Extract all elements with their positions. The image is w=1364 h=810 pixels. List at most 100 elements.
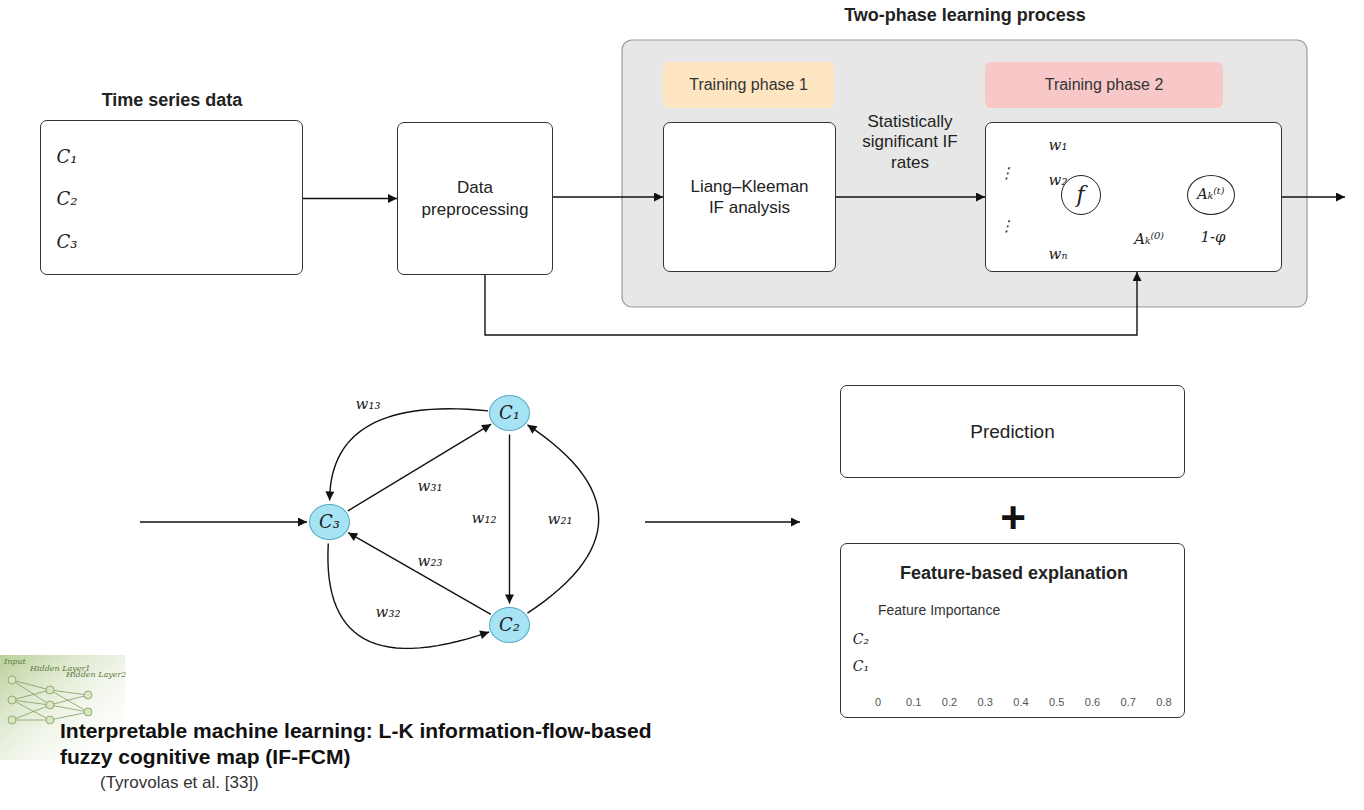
- edge-label: w₁₃: [354, 395, 383, 414]
- process-box: Liang–Kleeman IF analysis: [663, 122, 836, 272]
- logo-text: Hidden Layer1: [30, 664, 90, 674]
- axis-tick: [877, 690, 878, 694]
- trend-series: [95, 188, 287, 200]
- explanation-box: Feature-based explanationFeature Importa…: [840, 543, 1185, 718]
- series-name: C₂: [57, 188, 78, 211]
- phase-tag: Training phase 1: [663, 62, 834, 108]
- gate-label: 1-φ: [1200, 228, 1225, 247]
- noise-series: [95, 138, 287, 173]
- edge-label: w₂₁: [546, 510, 575, 529]
- tick-label: 0.2: [942, 696, 957, 710]
- edge-label: φ: [1137, 171, 1152, 190]
- logo-text: Hidden Layer2: [66, 670, 126, 680]
- output-arrow: [1282, 196, 1345, 197]
- heading: Time series data: [102, 89, 243, 112]
- connector: [303, 198, 397, 199]
- network-lines: [12, 680, 88, 720]
- series-strip: [93, 180, 290, 217]
- weight-input-line: [1000, 194, 1060, 195]
- axis-tick: [1091, 690, 1092, 694]
- process-box: Data preprocessing: [397, 122, 553, 275]
- net-node: [8, 716, 16, 724]
- state-label: Aₖ⁽⁰⁾: [1134, 230, 1164, 249]
- neuron-box: w₁⋮w₂⋮wₙAₖ⁽⁰⁾1-φfAₖ⁽ᵗ⁾: [985, 122, 1282, 272]
- ellipsis: ⋮: [999, 164, 1014, 183]
- phase-tag: Training phase 2: [985, 62, 1223, 108]
- series-name: C₁: [57, 146, 78, 169]
- importance-bar: [877, 656, 936, 676]
- bar-label: C₁: [853, 658, 869, 676]
- series-strip: [93, 137, 290, 175]
- figure-title: Interpretable machine learning: L-K info…: [60, 718, 700, 770]
- periodic-series: [95, 229, 288, 255]
- weight-input-line: [1000, 206, 1064, 250]
- waveforms: [95, 138, 288, 256]
- node-text: C₁: [499, 402, 520, 425]
- series-strip: [93, 222, 290, 262]
- concept-circle: C₁: [489, 395, 530, 431]
- connector: [527, 425, 598, 613]
- tick-label: 0: [875, 696, 881, 710]
- function-circle: f: [1061, 175, 1101, 215]
- logo-ground: [0, 655, 125, 760]
- node-text: Aₖ⁽ᵗ⁾: [1197, 185, 1224, 204]
- edge-label: w₃₂: [374, 603, 403, 622]
- edge-label: w₂₃: [416, 552, 445, 571]
- bar-label: C₂: [853, 631, 869, 649]
- tick-label: 0.6: [1085, 696, 1100, 710]
- chart-axis: [877, 620, 878, 690]
- net-node: [84, 708, 92, 716]
- logo-illustration: [0, 655, 125, 760]
- net-node: [8, 696, 16, 704]
- axis-tick: [1055, 690, 1056, 694]
- net-node: [46, 686, 54, 694]
- node-text: Data preprocessing: [416, 177, 534, 220]
- net-node: [46, 716, 54, 724]
- weight-input-line: [1000, 140, 1064, 184]
- logo-text: Input: [4, 657, 26, 667]
- state-circle: Aₖ⁽ᵗ⁾: [1187, 175, 1235, 215]
- net-node: [8, 676, 16, 684]
- node-text: C₂: [499, 614, 520, 637]
- tick-label: 0.4: [1013, 696, 1028, 710]
- net-node: [46, 701, 54, 709]
- heading: Two-phase learning process: [844, 4, 1086, 27]
- axis-tick: [1020, 690, 1021, 694]
- output-box: Prediction: [840, 385, 1185, 478]
- feature-chart: [877, 620, 1163, 694]
- tick-label: 0.1: [906, 696, 921, 710]
- net-node: [84, 691, 92, 699]
- axis-tick: [984, 690, 985, 694]
- tick-label: 0.3: [978, 696, 993, 710]
- group-panel: Two-phase learning processTraining phase…: [622, 40, 1307, 307]
- heading: Feature-based explanation: [900, 562, 1128, 585]
- series-strips: [93, 137, 290, 262]
- input-arrow: [140, 521, 307, 522]
- connector: [348, 424, 491, 511]
- panel-ground: [622, 40, 1307, 307]
- connector: [485, 272, 1137, 335]
- data-box: Time series dataC₁C₂C₃: [40, 120, 303, 275]
- tick-label: 0.8: [1156, 696, 1171, 710]
- axis-tick: [912, 690, 913, 694]
- node-text: Training phase 2: [1045, 75, 1164, 95]
- axis-tick: [948, 690, 949, 694]
- network-wires: [12, 680, 88, 720]
- node-text: C₃: [319, 511, 340, 534]
- tick-label: 0.7: [1121, 696, 1136, 710]
- ellipsis: ⋮: [999, 217, 1014, 236]
- connector: [328, 543, 489, 648]
- weight-label: wₙ: [1049, 245, 1068, 264]
- tick-label: 0.5: [1049, 696, 1064, 710]
- figure-caption: (Tyrovolas et al. [33]): [100, 772, 500, 793]
- axis-tick: [1127, 690, 1128, 694]
- importance-bar: [877, 629, 1141, 650]
- plus-sign: +: [1000, 490, 1026, 545]
- weight-label: w₁: [1049, 136, 1068, 155]
- node-text: f: [1077, 181, 1085, 209]
- connector: [348, 533, 491, 615]
- connector: [836, 196, 985, 197]
- series-name: C₃: [57, 231, 78, 254]
- chart-title: Feature Importance: [878, 602, 1000, 620]
